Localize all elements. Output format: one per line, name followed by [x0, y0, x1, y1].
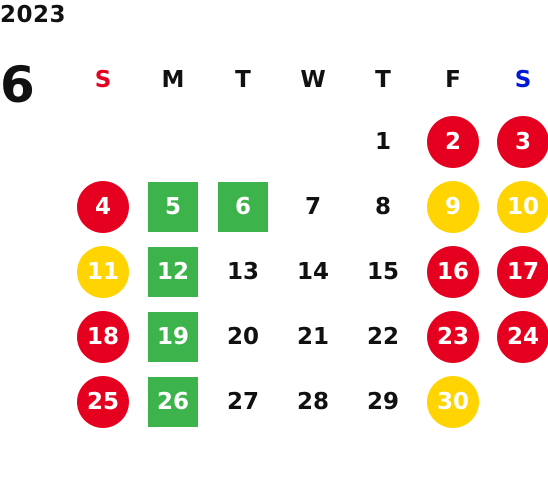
- calendar-day: 7: [304, 193, 321, 220]
- calendar-day: 2: [427, 115, 479, 168]
- calendar-cell: 10: [488, 174, 548, 239]
- calendar-cell: 30: [418, 369, 488, 434]
- calendar-cell: 8: [348, 174, 418, 239]
- calendar-month: 6: [0, 56, 35, 114]
- calendar-year: 2023: [0, 2, 67, 28]
- calendar-day: 5: [148, 181, 198, 232]
- calendar-cell: 22: [348, 304, 418, 369]
- calendar-day: 14: [296, 258, 329, 285]
- calendar-cell: 3: [488, 109, 548, 174]
- calendar-cell: 19: [138, 304, 208, 369]
- calendar-day: 12: [148, 246, 198, 297]
- calendar-day: 1: [374, 128, 391, 155]
- calendar-week-row: 11 12 13 14 15 16 17: [68, 239, 548, 304]
- calendar-day: 4: [77, 180, 129, 233]
- weekday-friday: F: [445, 67, 461, 93]
- weekday-monday: M: [161, 67, 185, 93]
- calendar-day: 19: [148, 311, 198, 362]
- calendar-cell: [138, 109, 208, 174]
- calendar-day: 9: [427, 180, 479, 233]
- calendar-cell: [68, 109, 138, 174]
- calendar-cell: 24: [488, 304, 548, 369]
- calendar-cell: 13: [208, 239, 278, 304]
- calendar-cell: 7: [278, 174, 348, 239]
- calendar-day: 3: [497, 115, 548, 168]
- calendar-week-row: 25 26 27 28 29 30: [68, 369, 548, 434]
- calendar-day: 27: [226, 388, 259, 415]
- calendar-cell: 18: [68, 304, 138, 369]
- calendar-day: 25: [77, 375, 129, 428]
- calendar-cell: 14: [278, 239, 348, 304]
- calendar-day: 20: [226, 323, 259, 350]
- calendar-day: 11: [77, 245, 129, 298]
- calendar-day: 29: [366, 388, 399, 415]
- calendar-cell: 2: [418, 109, 488, 174]
- calendar-day: 13: [226, 258, 259, 285]
- calendar-day: 15: [366, 258, 399, 285]
- calendar-cell: 28: [278, 369, 348, 434]
- calendar-cell: 25: [68, 369, 138, 434]
- calendar-cell: 29: [348, 369, 418, 434]
- calendar-cell: 11: [68, 239, 138, 304]
- calendar-day: 23: [427, 310, 479, 363]
- calendar-cell: 20: [208, 304, 278, 369]
- weekday-wednesday: W: [300, 67, 326, 93]
- calendar-day: 28: [296, 388, 329, 415]
- calendar-day: 26: [148, 376, 198, 427]
- calendar-cell: 17: [488, 239, 548, 304]
- calendar-cell: 12: [138, 239, 208, 304]
- weekday-thursday: T: [375, 67, 391, 93]
- calendar-day: 18: [77, 310, 129, 363]
- calendar-day: 8: [374, 193, 391, 220]
- calendar-cell: 9: [418, 174, 488, 239]
- calendar-cell: 16: [418, 239, 488, 304]
- weekday-saturday: S: [514, 67, 532, 93]
- weekday-header-row: S M T W T F S: [68, 51, 548, 109]
- calendar-cell: [208, 109, 278, 174]
- calendar-cell: 6: [208, 174, 278, 239]
- calendar-cell: 23: [418, 304, 488, 369]
- calendar-day: 22: [366, 323, 399, 350]
- calendar-day: 17: [497, 245, 548, 298]
- calendar-day: 16: [427, 245, 479, 298]
- calendar-cell: 27: [208, 369, 278, 434]
- calendar-week-row: 18 19 20 21 22 23 24: [68, 304, 548, 369]
- calendar-day: 6: [218, 181, 268, 232]
- calendar-cell: [488, 369, 548, 434]
- calendar-cell: 15: [348, 239, 418, 304]
- calendar-cell: 26: [138, 369, 208, 434]
- calendar-cell: [278, 109, 348, 174]
- weekday-tuesday: T: [235, 67, 251, 93]
- weekday-sunday: S: [94, 67, 112, 93]
- calendar-day: 24: [497, 310, 548, 363]
- calendar-day: 21: [296, 323, 329, 350]
- calendar-day: 30: [427, 375, 479, 428]
- calendar-cell: 21: [278, 304, 348, 369]
- calendar-cell: 4: [68, 174, 138, 239]
- calendar-day: 10: [497, 180, 548, 233]
- calendar-cell: 1: [348, 109, 418, 174]
- calendar-cell: 5: [138, 174, 208, 239]
